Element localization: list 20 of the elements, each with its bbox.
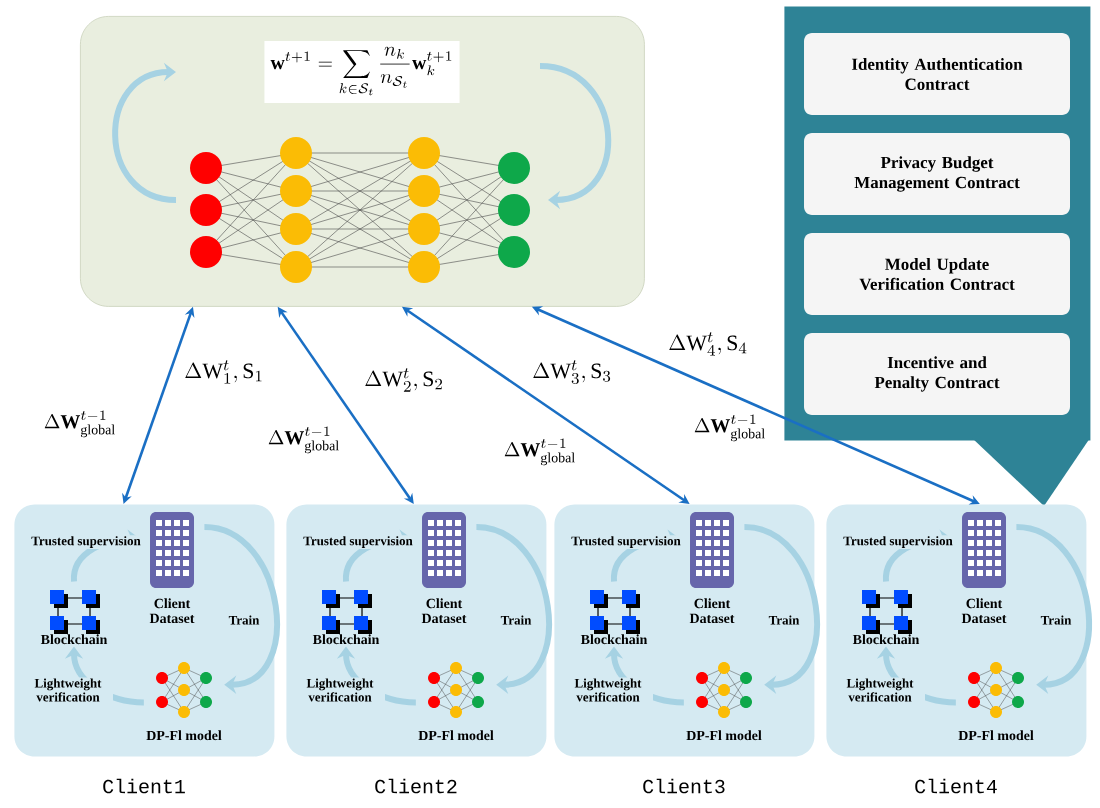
curved-arrow: [743, 524, 820, 694]
edge-label: $\Delta\mathrm{W}_1^{t},\mathrm{S}_1$: [185, 360, 262, 384]
edge-label: $\Delta\mathrm{W}_4^{t},\mathrm{S}_4$: [669, 332, 747, 356]
contract-box: Incentive and Penalty Contract: [804, 333, 1070, 415]
curved-arrow: [475, 524, 552, 694]
update-label: $\Delta\mathbf{W}_{\mathrm{global}}^{t-1}$: [44, 410, 115, 438]
contract-box: Privacy Budget Management Contract: [804, 133, 1070, 215]
client-label: Client4: [915, 778, 997, 794]
update-label: $\Delta\mathbf{W}_{\mathrm{global}}^{t-1}$: [504, 438, 575, 466]
client-label: Client3: [643, 778, 725, 794]
curved-arrow: [203, 524, 280, 694]
edge-label: $\Delta\mathrm{W}_2^{t},\mathrm{S}_2$: [365, 368, 442, 392]
curved-arrow: [1015, 524, 1092, 694]
edge-label: $\Delta\mathrm{W}_3^{t},\mathrm{S}_3$: [533, 360, 611, 384]
contract-box: Model Update Verification Contract: [804, 233, 1070, 315]
update-label: $\Delta\mathbf{W}_{\mathrm{global}}^{t-1}$: [694, 414, 765, 442]
contract-box: Identity Authentication Contract: [804, 33, 1070, 115]
client-label: Client1: [103, 778, 185, 794]
update-label: $\Delta\mathbf{W}_{\mathrm{global}}^{t-1}$: [268, 426, 339, 454]
client-label: Client2: [375, 778, 457, 794]
